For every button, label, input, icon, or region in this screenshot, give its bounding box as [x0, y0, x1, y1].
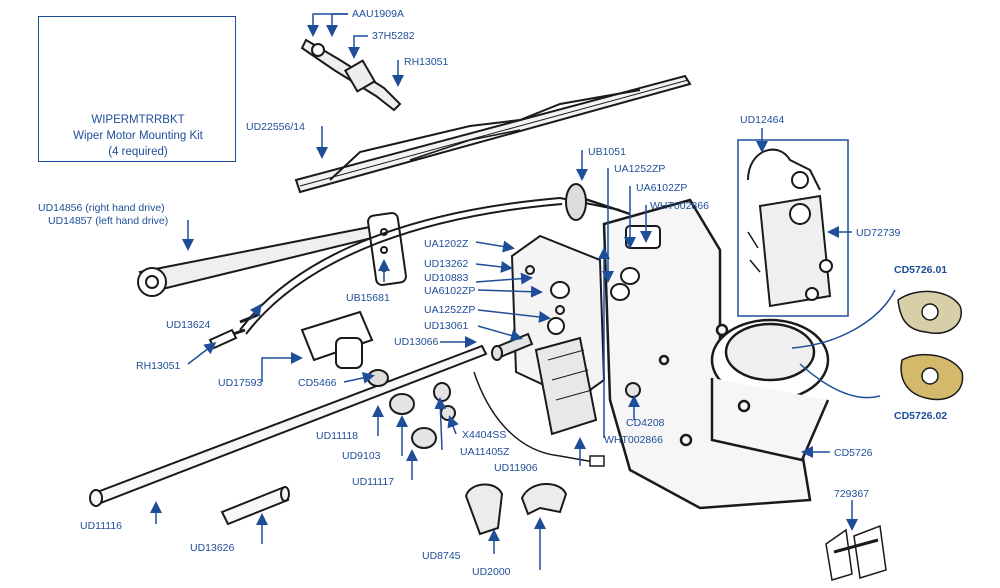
- label-ud22556: UD22556/14: [246, 121, 305, 133]
- label-ua1252zp-mid: UA1252ZP: [424, 304, 476, 316]
- nuts-drawing: [389, 382, 456, 449]
- label-rh13051-top: RH13051: [404, 56, 449, 68]
- relay-drawing: [747, 148, 833, 308]
- label-ua11405z: UA11405Z: [460, 446, 510, 458]
- label-ud17593: UD17593: [218, 377, 263, 389]
- label-ua1202z: UA1202Z: [424, 238, 469, 250]
- label-cd5726-02: CD5726.02: [894, 410, 948, 422]
- harness-wire-drawing: [473, 371, 605, 467]
- short-tube-drawing: [220, 486, 290, 526]
- label-729367: 729367: [834, 488, 870, 500]
- label-wht002866-top: WHT002866: [650, 200, 709, 212]
- label-ud13262: UD13262: [424, 258, 469, 270]
- label-ud13626: UD13626: [190, 542, 235, 554]
- label-wht002866-bottom: WHT002866: [604, 434, 663, 446]
- label-ud11117: UD11117: [352, 476, 395, 488]
- label-cd5726-01: CD5726.01: [894, 264, 948, 276]
- kit-name: Wiper Motor Mounting Kit: [73, 130, 203, 142]
- leader-arrows: [150, 13, 858, 570]
- label-ud72739: UD72739: [856, 227, 901, 239]
- label-rh13051-left: RH13051: [136, 360, 181, 372]
- label-ud12464: UD12464: [740, 114, 785, 126]
- label-cd5726: CD5726: [834, 447, 873, 459]
- kit-part-number: WIPERMTRRBKT: [91, 114, 185, 126]
- label-ud13061: UD13061: [424, 320, 469, 332]
- label-37h5282: 37H5282: [372, 30, 415, 42]
- label-ud9103: UD9103: [342, 450, 381, 462]
- label-ud14856: UD14856 (right hand drive): [38, 202, 165, 214]
- label-ud8745: UD8745: [422, 550, 461, 562]
- label-ud2000: UD2000: [472, 566, 511, 578]
- label-aau1909a: AAU1909A: [352, 8, 404, 20]
- switch-block-drawing: [534, 336, 598, 436]
- cam-plate-curves: [791, 289, 896, 399]
- label-ua1252zp-top: UA1252ZP: [614, 163, 666, 175]
- cam-plate-02-drawing: [900, 353, 964, 401]
- label-ud11118: UD11118: [316, 430, 359, 442]
- label-ua6102zp-top: UA6102ZP: [636, 182, 688, 194]
- wiper-arm-drawing: [137, 212, 407, 297]
- cam-plate-01-drawing: [897, 290, 962, 334]
- label-ub1051: UB1051: [588, 146, 626, 158]
- label-x4404ss: X4404SS: [462, 429, 507, 441]
- wiper-blade-drawing: [294, 74, 692, 194]
- mounting-kit-box: WIPERMTRRBKT Wiper Motor Mounting Kit (4…: [38, 16, 236, 162]
- label-ud14857: UD14857 (left hand drive): [48, 215, 169, 227]
- label-cd5466: CD5466: [298, 377, 337, 389]
- wiper-motor-drawing: [602, 198, 830, 510]
- kit-note: (4 required): [108, 146, 168, 158]
- label-ud10883: UD10883: [424, 272, 469, 284]
- label-ud11906: UD11906: [494, 462, 538, 474]
- outer-tube-drawing: [89, 344, 488, 507]
- ferrule-drawing: [208, 312, 261, 350]
- wheelbox-drawing: [300, 310, 389, 387]
- relay-group-outline: [737, 139, 849, 317]
- label-ua6102zp-mid: UA6102ZP: [424, 285, 476, 297]
- label-cd4208: CD4208: [626, 417, 665, 429]
- label-ud13066: UD13066: [394, 336, 439, 348]
- label-ud11116: UD11116: [80, 520, 123, 532]
- connector-clip-drawing: [825, 524, 887, 581]
- clips-drawing: [464, 482, 568, 536]
- label-ub15681: UB15681: [346, 292, 390, 304]
- label-ud13624: UD13624: [166, 319, 211, 331]
- spindle-shaft-drawing: [300, 38, 402, 112]
